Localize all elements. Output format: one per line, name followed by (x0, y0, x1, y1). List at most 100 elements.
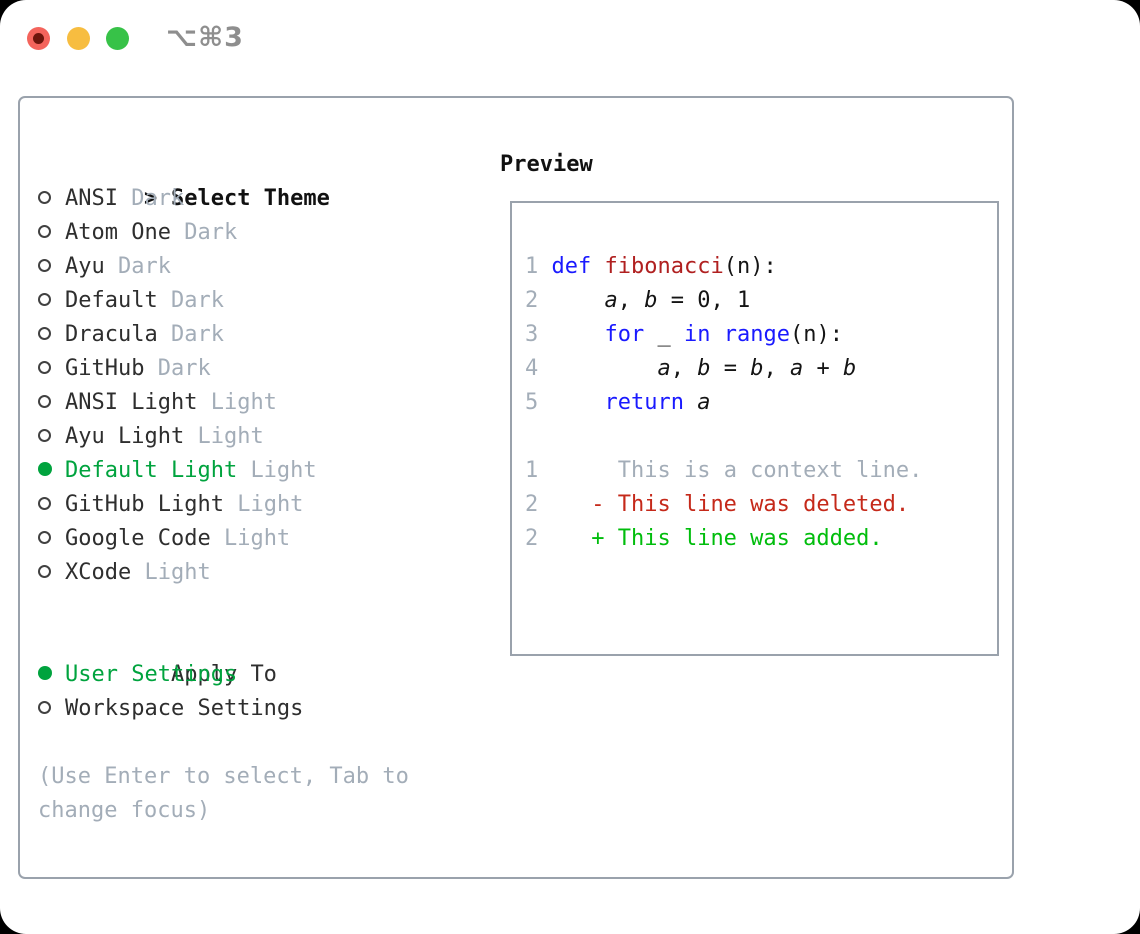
token-num: 2 (525, 288, 539, 313)
token-var: b (644, 288, 658, 313)
theme-variant: Dark (170, 322, 224, 347)
close-button[interactable] (27, 27, 50, 50)
option-label: Workspace Settings (65, 696, 304, 721)
token-plain (538, 356, 657, 381)
theme-variant: Dark (157, 356, 211, 381)
radio-icon (38, 190, 51, 204)
apply-option[interactable]: User Settings (38, 658, 409, 692)
theme-option[interactable]: GitHub Dark (38, 352, 409, 386)
theme-option[interactable]: Ayu Light Light (38, 420, 409, 454)
radio-icon (38, 394, 51, 408)
code-line: 2 - This line was deleted. (525, 488, 997, 522)
token-num: 3 (525, 322, 539, 347)
theme-option[interactable]: Dracula Dark (38, 318, 409, 352)
focus-arrow-icon: > (143, 186, 158, 211)
option-label: Atom One (65, 220, 171, 245)
token-plain (538, 288, 604, 313)
token-num: 4 (525, 356, 539, 381)
token-plain: = (710, 356, 751, 381)
option-label: GitHub (65, 356, 145, 381)
radio-icon (38, 530, 51, 544)
token-plain: _ (644, 322, 684, 347)
theme-option[interactable]: ANSI Light Light (38, 386, 409, 420)
token-num: 1 (525, 458, 539, 483)
token-var: a (789, 356, 804, 381)
option-label: Dracula (65, 322, 158, 347)
code-line: 2 + This line was added. (525, 522, 997, 556)
zoom-button[interactable] (106, 27, 129, 50)
apply-to-header: Apply To (38, 624, 409, 687)
radio-icon (38, 428, 51, 442)
unsaved-indicator-icon (33, 33, 44, 44)
spacer (38, 590, 409, 624)
token-plain: , (617, 288, 645, 313)
apply-option[interactable]: Workspace Settings (38, 692, 409, 726)
token-num: 5 (525, 390, 539, 415)
token-var: a (697, 390, 711, 415)
theme-variant: Light (197, 424, 264, 449)
code-line: 1 def fibonacci(n): (525, 250, 997, 284)
token-plain (538, 492, 591, 517)
token-var: b (842, 356, 857, 381)
option-label: Default (65, 288, 158, 313)
theme-variant: Light (144, 560, 211, 585)
code-line: 1 This is a context line. (525, 454, 997, 488)
theme-option[interactable]: GitHub Light Light (38, 488, 409, 522)
theme-option[interactable]: Google Code Light (38, 522, 409, 556)
token-del: - This line was deleted. (591, 492, 910, 517)
token-plain (710, 322, 723, 347)
theme-variant: Light (250, 458, 317, 483)
token-var: a (657, 356, 671, 381)
theme-option[interactable]: ANSI Dark (38, 182, 409, 216)
token-plain (538, 254, 551, 279)
option-label: Ayu Light (65, 424, 185, 449)
token-kw: return (604, 390, 684, 415)
option-label: ANSI (65, 186, 118, 211)
token-plain: (n): (789, 322, 843, 347)
code-line: 5 return a (525, 386, 997, 420)
token-plain (591, 254, 604, 279)
code-line: 3 for _ in range(n): (525, 318, 997, 352)
keyboard-hint: (Use Enter to select, Tab to change focu… (38, 764, 409, 823)
spacer (38, 726, 409, 760)
theme-option[interactable]: Default Dark (38, 284, 409, 318)
radio-selected-icon (38, 462, 52, 476)
minimize-button[interactable] (67, 27, 90, 50)
radio-icon (38, 496, 51, 510)
token-num: 2 (525, 526, 539, 551)
theme-option[interactable]: Default Light Light (38, 454, 409, 488)
radio-icon (38, 326, 51, 340)
option-label: Ayu (65, 254, 105, 279)
option-label: Default Light (65, 458, 238, 483)
option-label: ANSI Light (65, 390, 198, 415)
theme-variant: Dark (170, 288, 224, 313)
theme-option[interactable]: Ayu Dark (38, 250, 409, 284)
theme-option[interactable]: Atom One Dark (38, 216, 409, 250)
radio-icon (38, 564, 51, 578)
token-ctx: This is a context line. (617, 458, 923, 483)
token-num: 2 (525, 492, 539, 517)
theme-variant: Light (223, 526, 291, 551)
token-plain (538, 458, 617, 483)
token-var: b (697, 356, 711, 381)
theme-option[interactable]: XCode Light (38, 556, 409, 590)
radio-icon (38, 700, 51, 714)
token-plain: + (803, 356, 843, 381)
token-var: b (750, 356, 764, 381)
token-add: + This line was added. (591, 526, 883, 551)
radio-icon (38, 292, 51, 306)
token-kw: def (551, 254, 592, 279)
select-theme-title: Select Theme (170, 186, 330, 211)
theme-variant: Dark (118, 254, 171, 279)
token-plain: (n): (723, 254, 777, 279)
theme-variant: Dark (184, 220, 238, 245)
token-plain (684, 390, 697, 415)
token-plain: , (670, 356, 698, 381)
token-plain (538, 390, 604, 415)
preview-title: Preview (500, 152, 593, 177)
